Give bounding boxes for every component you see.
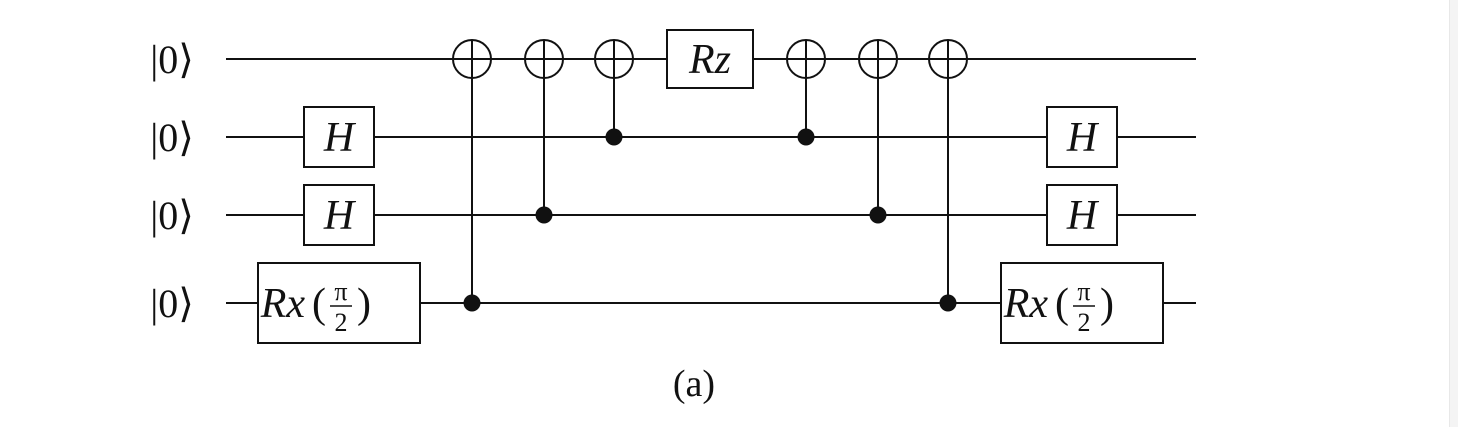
cnot-gate xyxy=(858,39,898,224)
gate-label: H xyxy=(323,193,357,239)
gate-param-numerator: π xyxy=(1077,277,1090,306)
gate-paren-open: ( xyxy=(312,281,326,327)
gate-label: H xyxy=(1066,193,1100,239)
cnot-control-dot xyxy=(939,294,957,312)
gate-box xyxy=(1046,184,1118,246)
cnot-control-dot xyxy=(535,206,553,224)
qubit-labels: |0⟩ |0⟩ |0⟩ |0⟩ xyxy=(150,37,194,326)
gate-label: Rx xyxy=(260,281,306,327)
figure-caption: (a) xyxy=(673,363,715,405)
qubit-label: |0⟩ xyxy=(150,281,194,326)
cnot-control-dot xyxy=(463,294,481,312)
cnot-gate xyxy=(452,39,492,312)
cnot-gate xyxy=(594,39,634,146)
cnot-control-dot xyxy=(605,128,623,146)
gate-label: Rx xyxy=(1003,281,1049,327)
qubit-label: |0⟩ xyxy=(150,193,194,238)
gate-box xyxy=(1046,106,1118,168)
page-edge xyxy=(1449,0,1458,427)
gate-param-numerator: π xyxy=(334,277,347,306)
gate-param-denominator: 2 xyxy=(1078,308,1091,337)
gate-box xyxy=(257,262,421,344)
gate-h: H xyxy=(303,106,375,168)
cnot-gate xyxy=(928,39,968,312)
gate-h: H xyxy=(1046,184,1118,246)
gate-rz: Rz xyxy=(666,29,754,89)
gate-label: Rz xyxy=(688,37,731,83)
gate-label: H xyxy=(323,115,357,161)
gate-box xyxy=(666,29,754,89)
gate-rx: Rx( π2) xyxy=(1000,262,1164,344)
gate-label: H xyxy=(1066,115,1100,161)
gate-paren-open: ( xyxy=(1055,281,1069,327)
cnot-gate xyxy=(524,39,564,224)
gate-box xyxy=(303,184,375,246)
cnot-control-dot xyxy=(797,128,815,146)
gate-param-denominator: 2 xyxy=(335,308,348,337)
gate-h: H xyxy=(1046,106,1118,168)
qubit-label: |0⟩ xyxy=(150,115,194,160)
cnot-control-dot xyxy=(869,206,887,224)
gate-rx: Rx( π2) xyxy=(257,262,421,344)
gate-h: H xyxy=(303,184,375,246)
gate-box xyxy=(1000,262,1164,344)
cnot-gate xyxy=(786,39,826,146)
gate-paren-close: ) xyxy=(1100,281,1114,327)
gate-box xyxy=(303,106,375,168)
qubit-label: |0⟩ xyxy=(150,37,194,82)
gate-paren-close: ) xyxy=(357,281,371,327)
